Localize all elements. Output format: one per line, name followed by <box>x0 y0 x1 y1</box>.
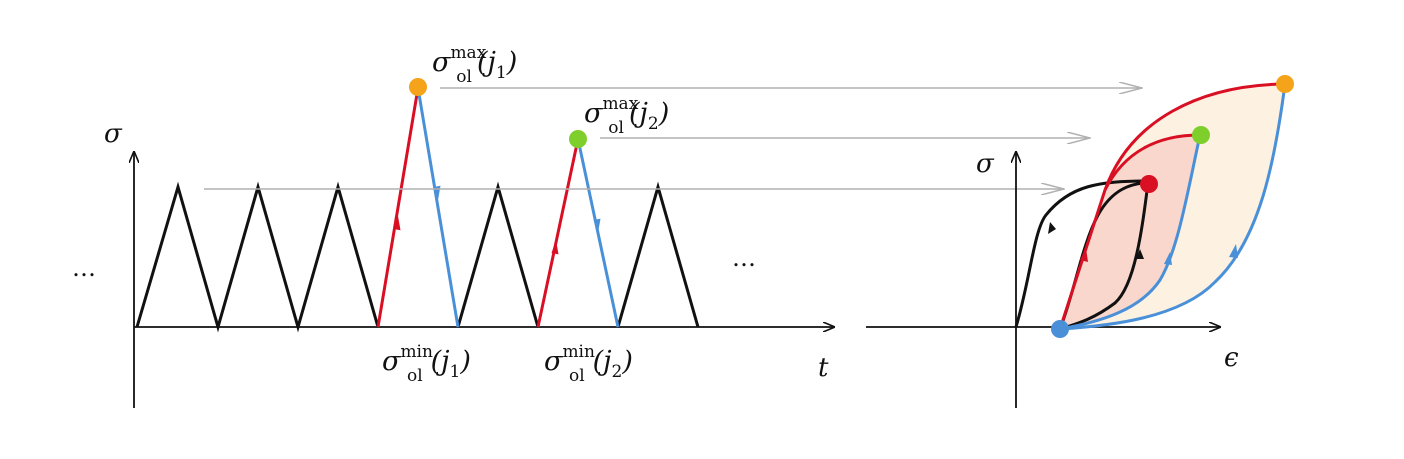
regular-cycles-middle <box>456 181 540 328</box>
hysteresis-overload2-peak-marker <box>1192 126 1210 144</box>
strain-axis-label: ϵ <box>1224 343 1239 373</box>
overload1-loading-curve <box>1103 82 1286 191</box>
time-axis-label: t <box>818 353 829 383</box>
hysteresis-plot: σ ϵ <box>866 75 1294 408</box>
overload1-peak-marker <box>409 78 427 96</box>
regular-cycles-before <box>135 181 380 333</box>
hysteresis-regular-peak-marker <box>1140 175 1158 193</box>
level-connector-arrows <box>204 88 1142 189</box>
stress-axis-label-right: σ <box>976 149 995 179</box>
overload1-loading-branch <box>376 87 420 328</box>
regular-loop-arrowhead <box>1136 249 1144 259</box>
shared-loading-arrowhead <box>1080 248 1088 262</box>
ellipsis-right: … <box>732 244 756 272</box>
overload2-unloading-arrowhead-right <box>1164 252 1172 265</box>
stress-axis-label-left: σ <box>104 119 123 149</box>
hysteresis-overload1-peak-marker <box>1276 75 1294 93</box>
overload2-peak-marker <box>569 130 587 148</box>
overload1-unloading-curve <box>1059 83 1287 331</box>
overload1-loading-arrowhead <box>393 216 401 231</box>
overload2-loading-branch <box>536 138 580 328</box>
initial-loading-arrowhead <box>1048 222 1056 234</box>
middle-loop-fill <box>1060 135 1200 329</box>
overload2-loading-arrowhead <box>551 240 559 255</box>
overload2-unloading-curve <box>1059 134 1202 331</box>
regular-loop-unloading <box>1059 182 1150 331</box>
overload1-unloading-arrowhead-right <box>1229 244 1238 258</box>
overload1-unloading-branch <box>416 87 460 328</box>
hysteresis-origin-marker <box>1051 320 1069 338</box>
overload2-unloading-arrowhead <box>593 218 601 233</box>
regular-cycles-after <box>616 181 700 328</box>
overload2-loading-curve <box>1103 133 1201 191</box>
ellipsis-left: … <box>72 254 96 282</box>
